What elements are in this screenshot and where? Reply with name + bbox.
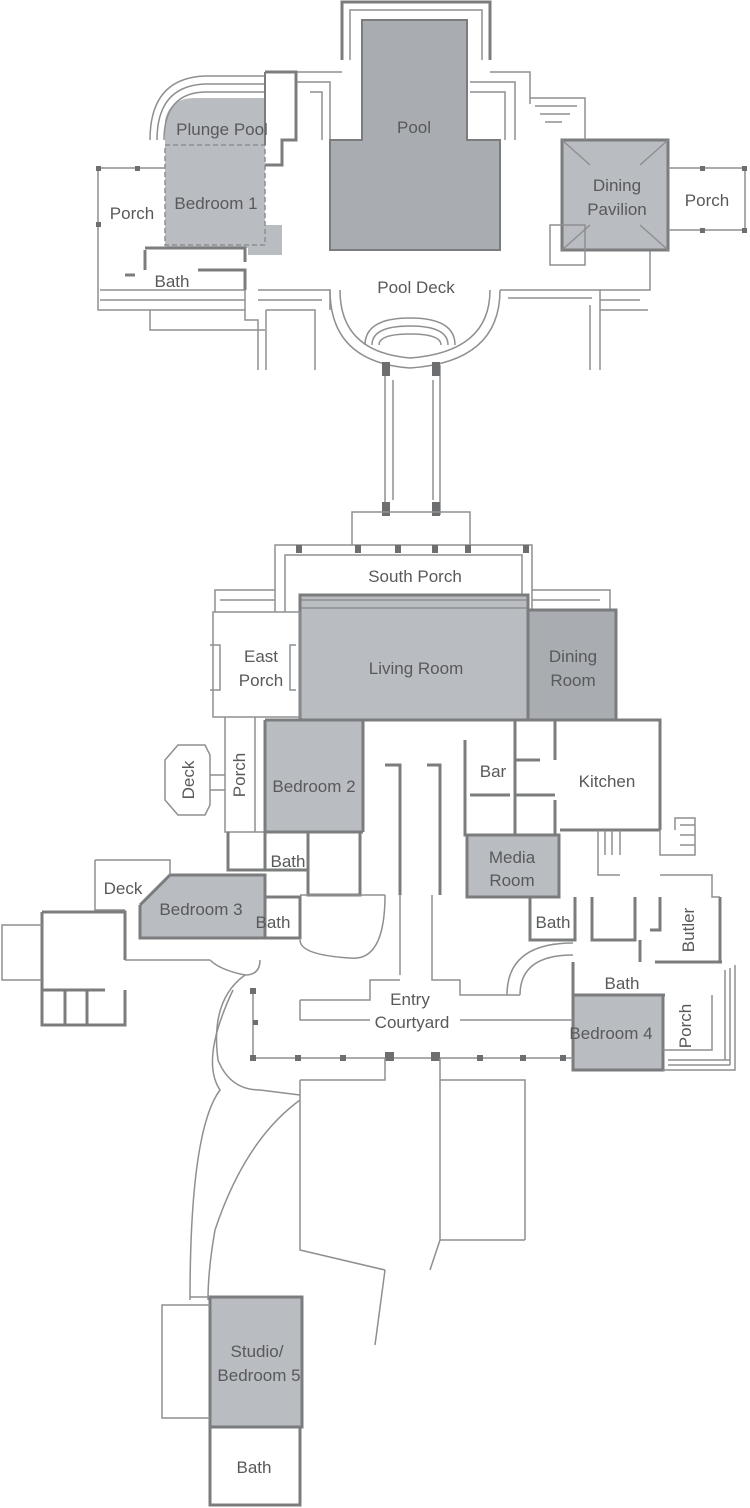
bedroom-1 bbox=[165, 145, 282, 255]
label-bar: Bar bbox=[480, 762, 507, 781]
label-entry-courtyard-1: Entry bbox=[390, 990, 430, 1009]
label-bath-bedroom-3: Bath bbox=[256, 913, 291, 932]
studio bbox=[161, 1295, 304, 1507]
label-butler: Butler bbox=[679, 907, 698, 952]
label-porch-bedroom-4: Porch bbox=[676, 1004, 695, 1048]
label-bath-bedroom-4: Bath bbox=[605, 974, 640, 993]
label-bedroom-1: Bedroom 1 bbox=[174, 194, 257, 213]
label-bath-bedroom-2: Bath bbox=[271, 852, 306, 871]
plunge-pool bbox=[165, 98, 265, 145]
label-studio-2: Bedroom 5 bbox=[217, 1366, 300, 1385]
label-bedroom-3: Bedroom 3 bbox=[159, 900, 242, 919]
label-living-room: Living Room bbox=[369, 659, 464, 678]
label-dining-room-1: Dining bbox=[549, 647, 597, 666]
label-south-porch: South Porch bbox=[368, 567, 462, 586]
main-house bbox=[1, 511, 736, 1346]
label-porch-pavilion: Porch bbox=[685, 191, 729, 210]
pool-pavilion bbox=[96, 0, 747, 370]
label-bedroom-2: Bedroom 2 bbox=[272, 777, 355, 796]
bedroom-3 bbox=[140, 875, 265, 938]
label-entry-courtyard-2: Courtyard bbox=[375, 1013, 450, 1032]
label-pool: Pool bbox=[397, 118, 431, 137]
label-east-porch-1: East bbox=[244, 647, 278, 666]
media-room bbox=[467, 835, 559, 897]
label-plunge-pool: Plunge Pool bbox=[176, 120, 268, 139]
label-bath-bedroom-1: Bath bbox=[155, 272, 190, 291]
label-deck-upper: Deck bbox=[179, 760, 198, 799]
breezeway bbox=[382, 362, 441, 516]
label-east-porch-2: Porch bbox=[239, 671, 283, 690]
label-deck-lower: Deck bbox=[104, 879, 143, 898]
label-porch-bedroom-1: Porch bbox=[110, 204, 154, 223]
room-labels: Plunge Pool Pool Porch Bedroom 1 Dining … bbox=[104, 118, 730, 1477]
label-dining-room-2: Room bbox=[550, 671, 595, 690]
dining-room bbox=[528, 610, 616, 720]
label-dining-pavilion-2: Pavilion bbox=[587, 200, 647, 219]
label-kitchen: Kitchen bbox=[579, 772, 636, 791]
living-room bbox=[300, 595, 528, 720]
label-studio-1: Studio/ bbox=[231, 1342, 284, 1361]
studio-bedroom-5 bbox=[210, 1297, 302, 1427]
bedroom-4 bbox=[573, 995, 663, 1070]
label-media-room-1: Media bbox=[489, 848, 536, 867]
label-porch-side: Porch bbox=[230, 753, 249, 797]
label-dining-pavilion-1: Dining bbox=[593, 176, 641, 195]
label-pool-deck: Pool Deck bbox=[377, 278, 455, 297]
label-bath-media: Bath bbox=[536, 913, 571, 932]
dining-pavilion bbox=[562, 140, 668, 250]
label-media-room-2: Room bbox=[489, 871, 534, 890]
bedroom-2 bbox=[265, 720, 363, 832]
pool bbox=[330, 20, 500, 250]
label-bedroom-4: Bedroom 4 bbox=[569, 1024, 652, 1043]
label-bath-studio: Bath bbox=[237, 1458, 272, 1477]
